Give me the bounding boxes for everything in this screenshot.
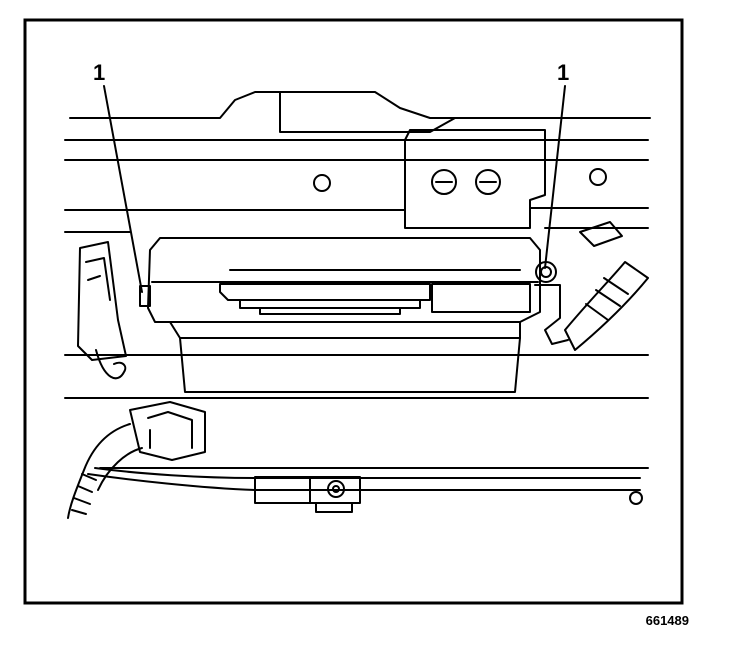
mounting-plate: [404, 129, 546, 229]
rod-bolt: [327, 480, 345, 498]
leader-line-left: [103, 85, 143, 293]
left-fastener: [139, 285, 151, 307]
mounting-screw: [475, 169, 501, 195]
upper-bracket-outline: [69, 91, 651, 119]
module-base: [169, 321, 521, 393]
connector-latch: [431, 283, 531, 313]
right-harness: [564, 261, 649, 351]
leader-line-right: [544, 85, 566, 269]
harness-wire: [67, 423, 143, 519]
callout-number-left: 1: [93, 60, 105, 85]
left-bracket-detail: [85, 257, 111, 301]
support-rod: [87, 473, 641, 491]
figure-number: 661489: [645, 613, 689, 628]
left-wire: [95, 349, 127, 380]
module-connector: [219, 283, 431, 301]
right-bracket: [534, 284, 569, 345]
rod-end: [629, 491, 643, 505]
right-clip: [579, 221, 623, 247]
callout-number-right: 1: [557, 60, 569, 85]
rod-sleeve: [254, 476, 361, 504]
harness-wrap: [71, 473, 97, 515]
connector-pins: [239, 299, 421, 315]
diagram-frame: [23, 18, 684, 605]
mounting-screw: [431, 169, 457, 195]
module-housing: [147, 237, 541, 323]
rail-hole: [313, 174, 331, 192]
harness-connector: [129, 401, 206, 461]
left-bracket: [77, 241, 127, 361]
upper-bracket-tab: [279, 91, 456, 133]
rail-hole: [589, 168, 607, 186]
